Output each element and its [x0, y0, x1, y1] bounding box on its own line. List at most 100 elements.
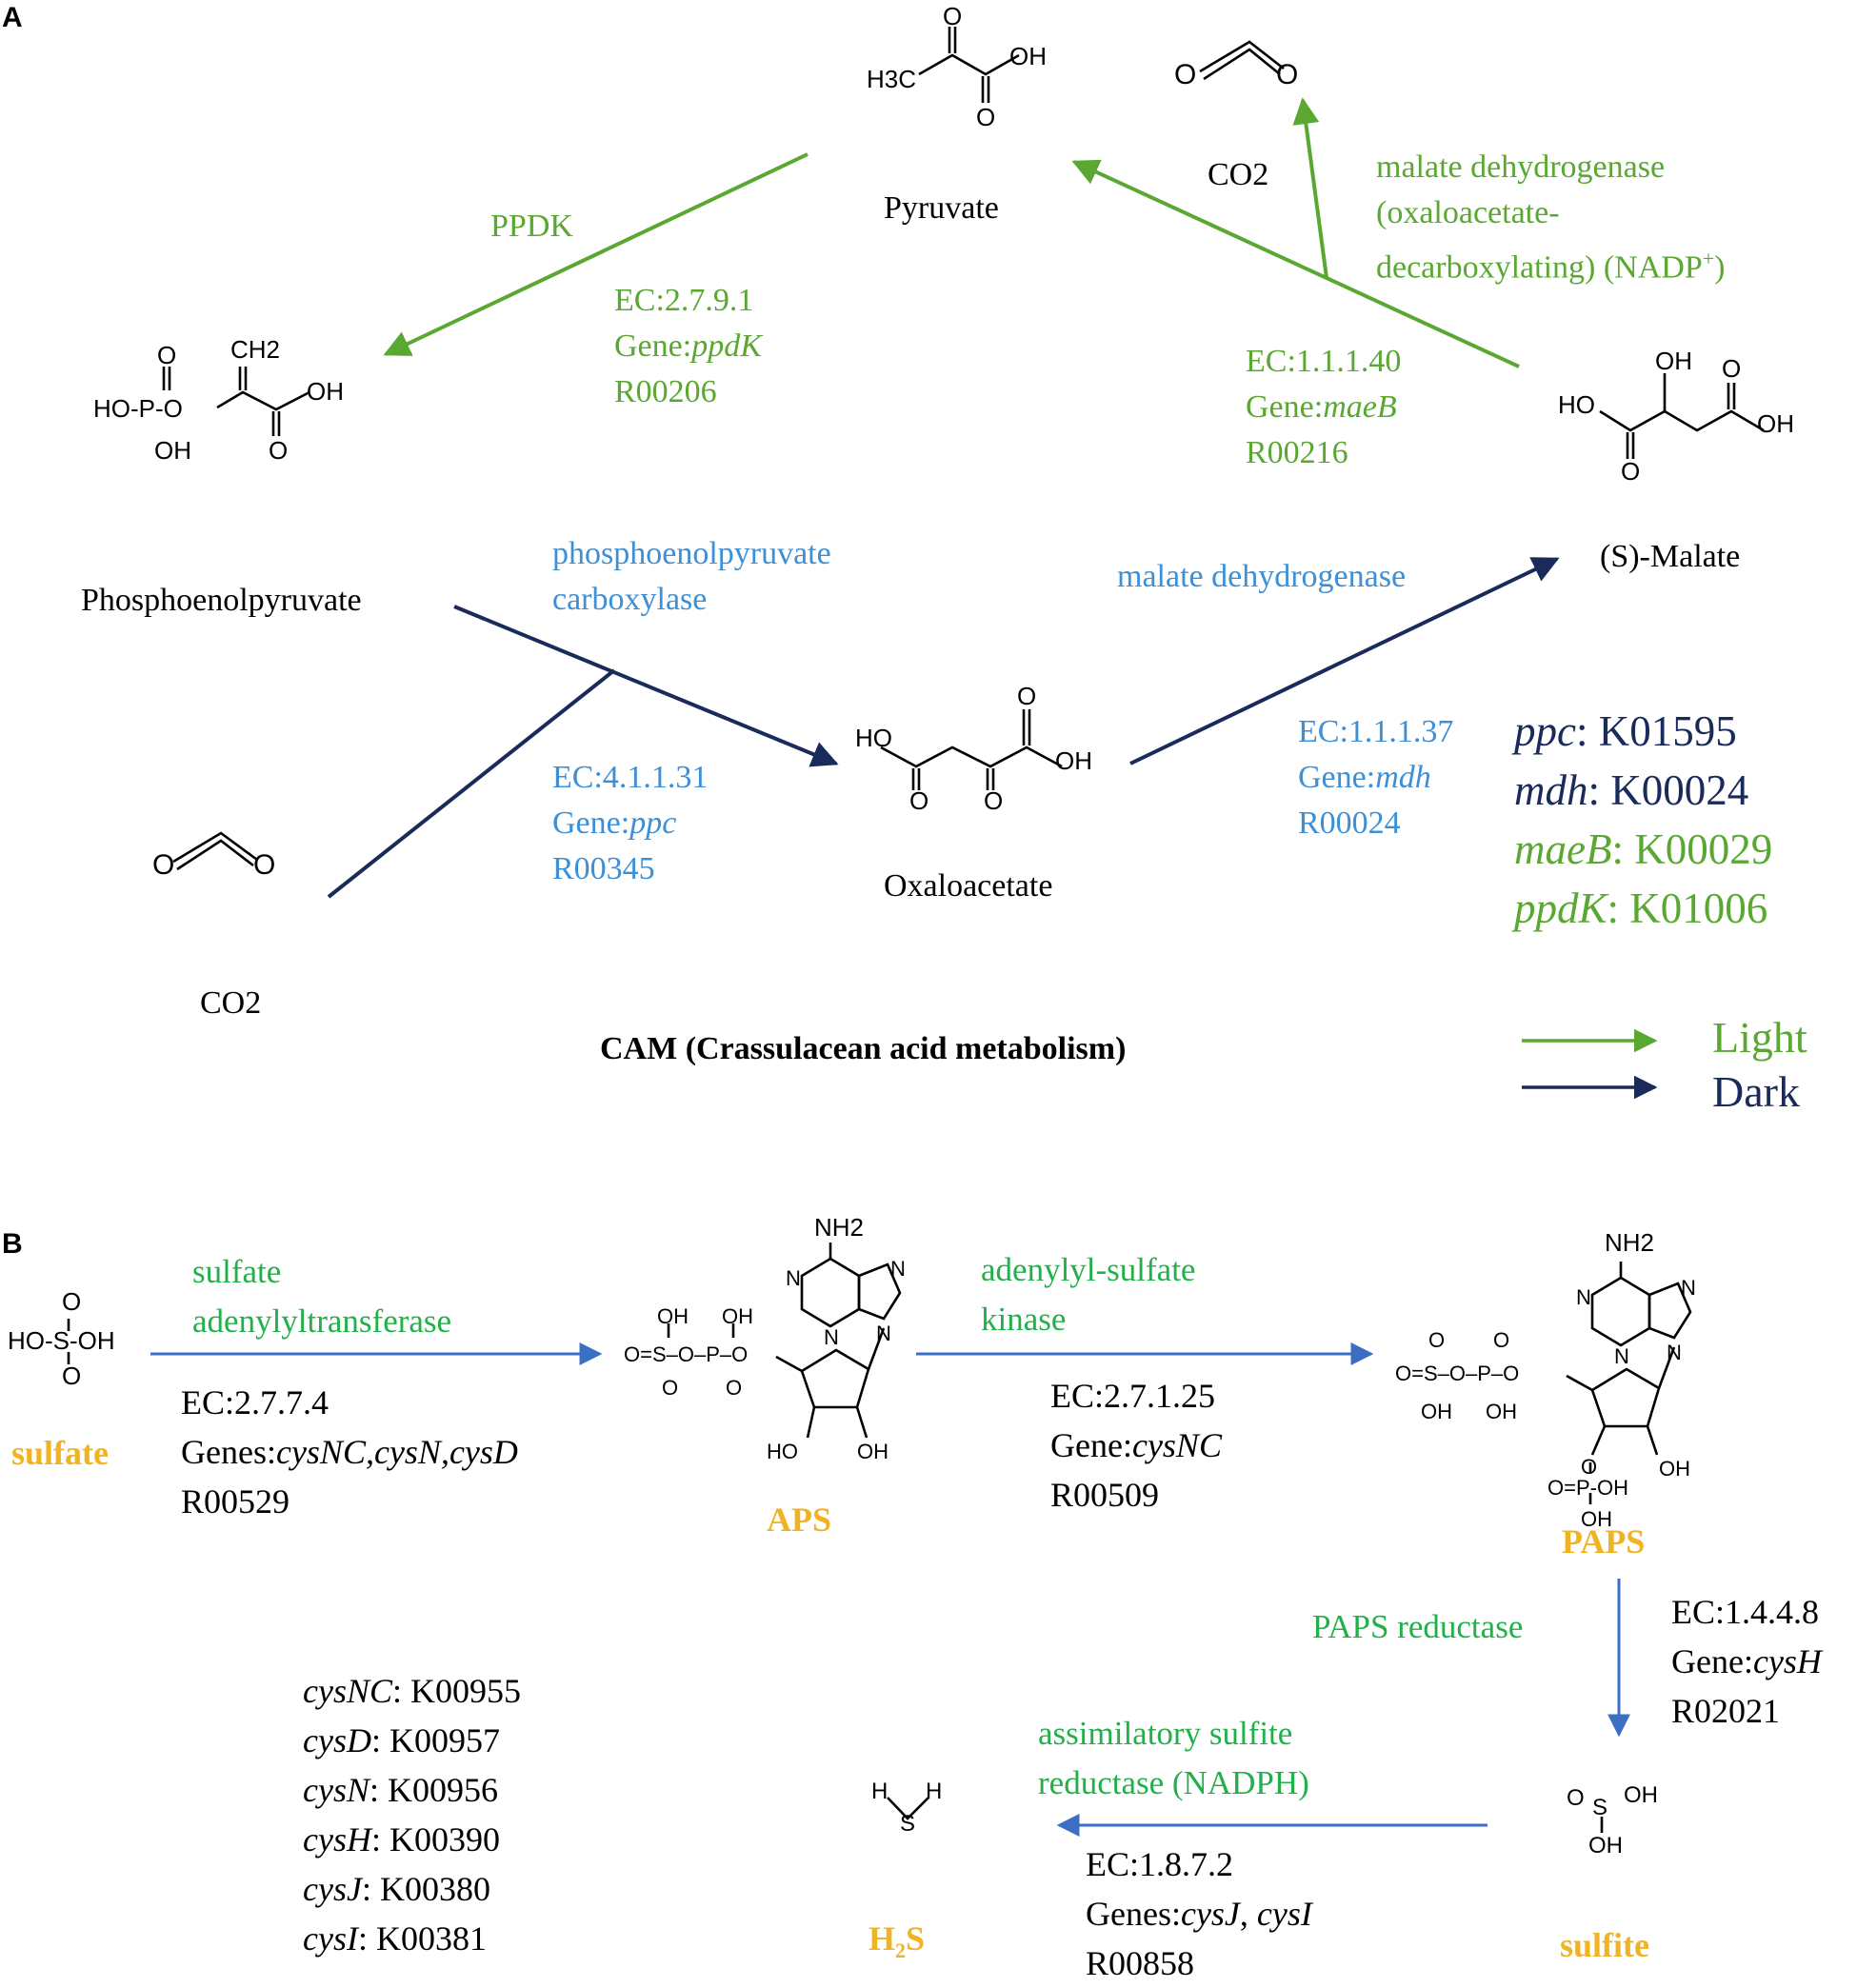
aps-kinase-gene: Gene:cysNC	[1050, 1421, 1222, 1470]
compound-malate: (S)-Malate	[1600, 539, 1741, 574]
h2s-h: H	[869, 1919, 896, 1958]
aps-purine-6ring	[800, 1257, 861, 1328]
aps-nh2: NH2	[814, 1213, 865, 1242]
sat-genes: Genes:cysNC,cysN,cysD	[181, 1427, 518, 1477]
aps-n7: N	[890, 1257, 906, 1281]
malate-oh-top: OH	[1655, 347, 1692, 375]
sat-reaction-id: R00529	[181, 1482, 290, 1521]
paps-n3: N	[1614, 1344, 1629, 1368]
pyruvate-o-bottom: O	[976, 103, 996, 131]
paps-o-s-o: O=S–O–P–O	[1395, 1362, 1520, 1385]
mdh-ec: EC:1.1.1.37	[1298, 714, 1454, 749]
compound-oxaloacetate: Oxaloacetate	[884, 868, 1053, 904]
ko-gene-cysd: cysD	[303, 1721, 371, 1759]
paps-o-top-p: O	[1493, 1328, 1510, 1352]
ko-item-maeb: maeB: K00029	[1514, 820, 1772, 879]
compound-sulfite: sulfite	[1560, 1926, 1649, 1964]
paps-ch2	[1566, 1374, 1593, 1392]
enzyme-paps-reductase: PAPS reductase	[1312, 1608, 1524, 1645]
oaa-o1: O	[909, 786, 929, 815]
ko-item-cysn: cysN: K00956	[303, 1765, 521, 1815]
h2s-sub: 2	[895, 1938, 907, 1963]
malate-o-bottom: O	[1621, 457, 1641, 486]
maeb-name-line-3a: decarboxylating) (NADP	[1376, 249, 1703, 286]
pep-oh: OH	[307, 377, 344, 406]
ppc-gene-prefix: Gene:	[552, 805, 630, 841]
ko-id-maeb: : K00029	[1611, 825, 1773, 873]
legend-dark-label: Dark	[1712, 1067, 1800, 1116]
aps-ho: HO	[767, 1440, 798, 1463]
sir-gene-1: cysJ	[1180, 1895, 1240, 1933]
sir-gene-prefix: Genes:	[1086, 1895, 1181, 1933]
pyruvate-h3c: H3C	[867, 65, 917, 93]
structure-bonds	[67, 27, 1765, 1833]
ppc-gene-name: ppc	[629, 805, 677, 841]
paps-ribose	[1590, 1367, 1661, 1428]
ko-item-cysnc: cysNC: K00955	[303, 1666, 521, 1716]
ppdk-reaction-id: R00206	[614, 374, 717, 409]
panel-a-ko-list: ppc: K01595 mdh: K00024 maeB: K00029 ppd…	[1514, 702, 1772, 938]
pyruvate-oh: OH	[1009, 42, 1047, 70]
ko-gene-cysh: cysH	[303, 1820, 371, 1859]
enzyme-ppc: phosphoenolpyruvate carboxylase	[552, 531, 831, 623]
aps-ch2	[775, 1355, 803, 1373]
arrow-maeb-main	[1071, 159, 1520, 368]
aps-kinase-annotation: EC:2.7.1.25 Gene:cysNC R00509	[1050, 1371, 1222, 1520]
ko-item-ppdk: ppdK: K01006	[1514, 879, 1772, 938]
mdh-annotation: EC:1.1.1.37 Gene:mdh R00024	[1298, 709, 1453, 846]
paps-n7: N	[1681, 1276, 1696, 1300]
oaa-bonds	[880, 746, 1063, 768]
paps-3p-oh: OH	[1581, 1507, 1612, 1531]
paps-3p-group: O=P-OH	[1548, 1476, 1628, 1500]
ko-item-cysh: cysH: K00390	[303, 1815, 521, 1864]
paps-3o: O	[1581, 1455, 1598, 1479]
enzyme-maeb: malate dehydrogenase (oxaloacetate- deca…	[1376, 145, 1726, 290]
h2s-h2: H	[926, 1779, 943, 1804]
pep-oh-bottom: OH	[154, 436, 191, 465]
enzyme-aps-kinase: adenylyl-sulfate kinase	[981, 1245, 1195, 1344]
oaa-o2: O	[984, 786, 1004, 815]
sulfate-o-top: O	[62, 1287, 82, 1316]
co2-bottom-o1: O	[152, 849, 175, 881]
paps-reductase-annotation: EC:1.4.4.8 Gene:cysH R02021	[1671, 1587, 1822, 1736]
paps-n9: N	[1667, 1341, 1682, 1364]
ko-id-cysi: : K00381	[357, 1919, 487, 1958]
compound-h2s: H2S	[869, 1918, 925, 1963]
ko-gene-cysnc: cysNC	[303, 1672, 392, 1710]
sat-ec: EC:2.7.7.4	[181, 1383, 329, 1421]
ko-id-cysd: : K00957	[370, 1721, 500, 1759]
pep-bonds	[216, 390, 310, 411]
legend-light-label: Light	[1712, 1013, 1807, 1062]
h2s-s: S	[906, 1919, 926, 1958]
enzyme-sat: sulfate adenylyltransferase	[192, 1247, 451, 1346]
ko-id-ppc: : K01595	[1575, 707, 1737, 755]
ko-id-cysh: : K00390	[370, 1820, 500, 1859]
aps-o-bottom-p: O	[726, 1376, 743, 1400]
ko-item-mdh: mdh: K00024	[1514, 761, 1772, 820]
panel-a-title: CAM (Crassulacean acid metabolism)	[600, 1031, 1127, 1066]
maeb-gene-prefix: Gene:	[1246, 389, 1324, 425]
h2s-s-atom: S	[900, 1811, 916, 1837]
aps-kinase-gene-name: cysNC	[1131, 1426, 1222, 1464]
paps-reductase-gene: Gene:cysH	[1671, 1637, 1822, 1686]
pep-ch2: CH2	[230, 335, 281, 364]
maeb-annotation: EC:1.1.1.40 Gene:maeB R00216	[1246, 339, 1401, 476]
paps-o-top-s: O	[1428, 1328, 1446, 1352]
ko-id-cysn: : K00956	[369, 1771, 498, 1809]
panel-label-b: B	[2, 1228, 23, 1260]
ppdk-gene: Gene:ppdK	[614, 324, 762, 369]
paps-oh-s: OH	[1421, 1400, 1452, 1423]
aps-ribose	[800, 1348, 870, 1409]
maeb-name-sup: +	[1702, 247, 1715, 270]
paps-purine-6ring	[1590, 1276, 1651, 1347]
co2-bottom-o2: O	[253, 849, 276, 881]
ppdk-gene-name: ppdK	[691, 328, 762, 364]
ko-id-cysj: : K00380	[361, 1870, 490, 1908]
arrow-ppdk	[383, 152, 809, 356]
sir-gene-2: cysI	[1256, 1895, 1312, 1933]
maeb-name-line-3b: )	[1714, 249, 1726, 286]
sir-gene-sep: ,	[1239, 1895, 1257, 1933]
paps-ribose-oh: OH	[1659, 1457, 1690, 1481]
pep-ho-p-o: HO-P-O	[93, 394, 183, 423]
